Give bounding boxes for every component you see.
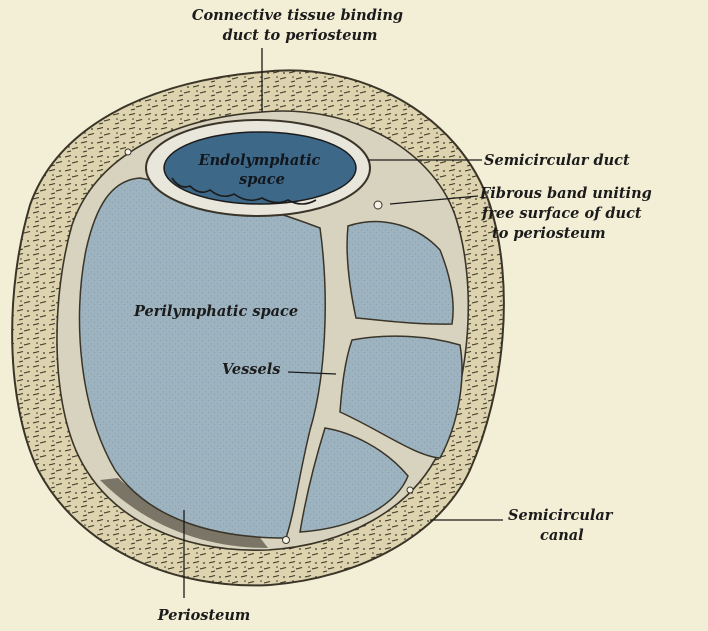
vessel-dot (125, 149, 131, 155)
label-semicircular-duct: Semicircular duct (484, 152, 630, 169)
label-fibrous-band: Fibrous band uniting free surface of duc… (479, 185, 657, 242)
label-connective-tissue: Connective tissue binding duct to perios… (192, 7, 408, 44)
vessel-dot (283, 537, 290, 544)
vessel-dot (374, 201, 382, 209)
label-semicircular-canal: Semicircular canal (508, 507, 618, 544)
label-vessels: Vessels (222, 361, 280, 378)
label-periosteum: Periosteum (157, 607, 251, 624)
label-perilymphatic-space: Perilymphatic space (133, 303, 298, 320)
vessel-dot (407, 487, 413, 493)
